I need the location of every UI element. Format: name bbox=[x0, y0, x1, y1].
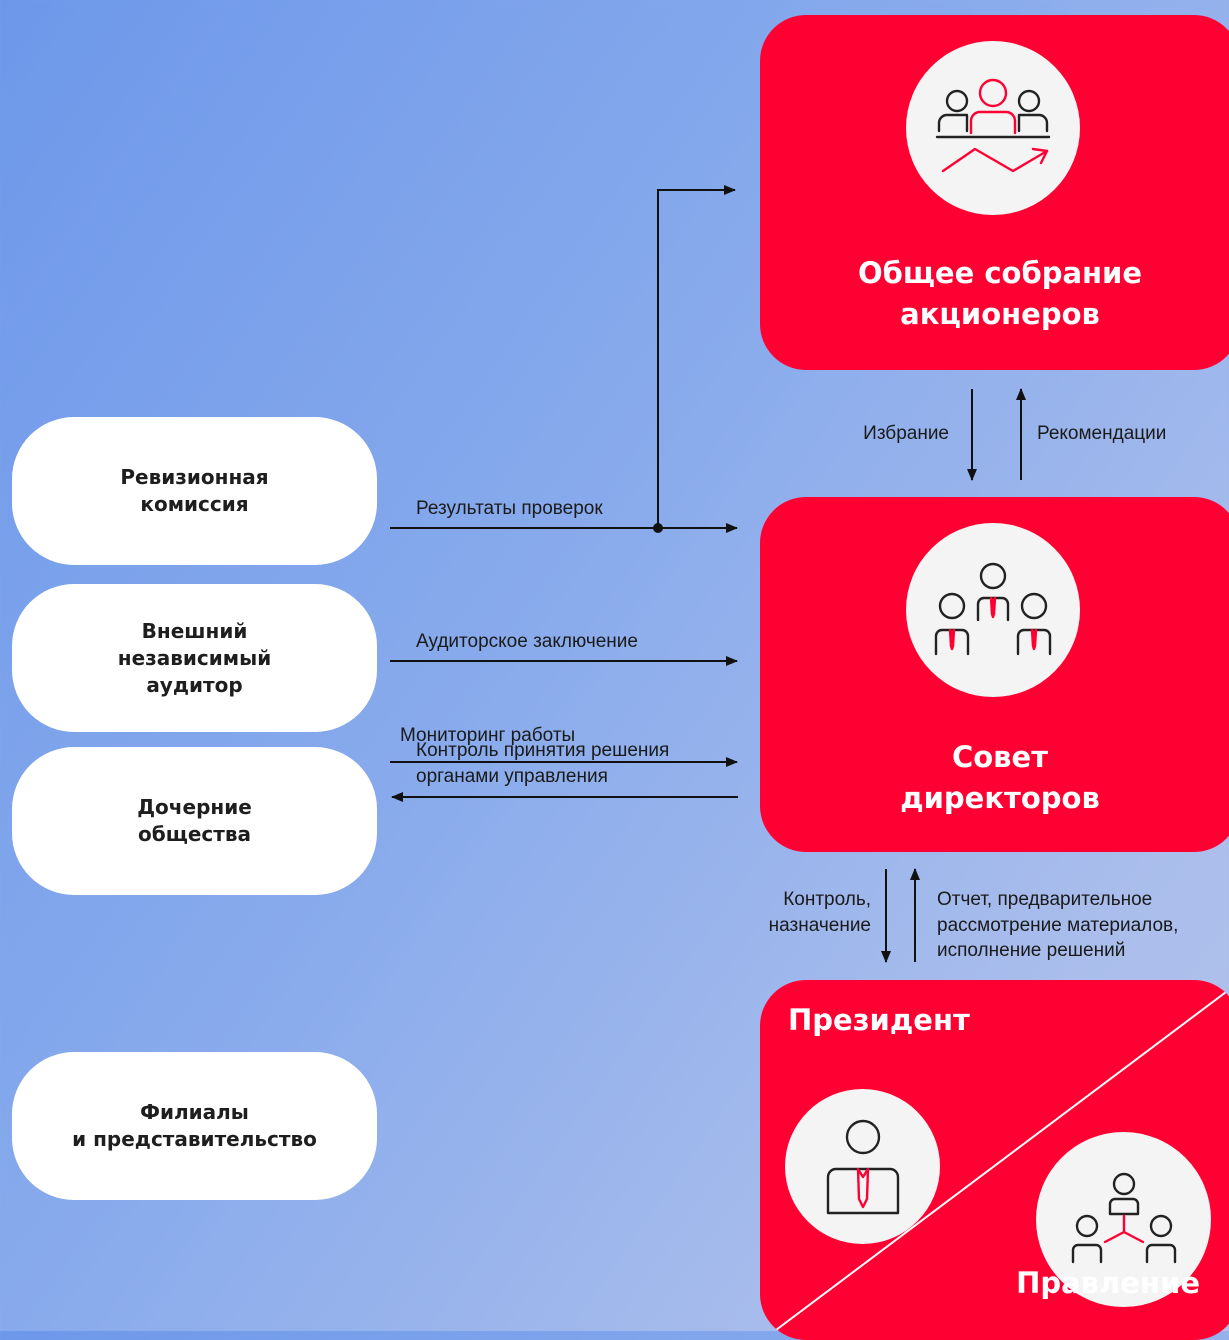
work-monitoring-label: Мониторинг работы bbox=[400, 725, 576, 746]
shareholders-meeting-icon bbox=[935, 78, 1051, 173]
audit-results-branch-arrow bbox=[657, 185, 736, 528]
branches-box: Филиалы и представительство bbox=[12, 1052, 377, 1200]
board-title: Совет директоров bbox=[900, 740, 1100, 815]
decision-control-label: Контроль принятия решения органами управ… bbox=[416, 740, 670, 787]
report-label: Отчет, предварительное рассмотрение мате… bbox=[937, 889, 1179, 962]
audit-results-label: Результаты проверок bbox=[416, 498, 603, 519]
recommendations-label: Рекомендации bbox=[1037, 423, 1167, 444]
management-title: Правление bbox=[1016, 1266, 1200, 1300]
external-auditor-box: Внешний независимый аудитор bbox=[12, 584, 377, 732]
board-of-directors-icon bbox=[934, 562, 1052, 656]
board-box: Совет директоров bbox=[760, 497, 1229, 852]
management-board-icon bbox=[1071, 1172, 1176, 1263]
election-label: Избрание bbox=[863, 423, 949, 444]
diagonal-divider bbox=[767, 988, 1229, 1337]
management-icon-circle bbox=[1036, 1132, 1211, 1307]
auditor-report-label: Аудиторское заключение bbox=[416, 631, 638, 652]
junction-dot bbox=[653, 523, 663, 533]
control-appointment-label: Контроль, назначение bbox=[768, 889, 871, 936]
subsidiaries-box: Дочерние общества bbox=[12, 747, 377, 895]
shareholders-title: Общее собрание акционеров bbox=[857, 256, 1143, 331]
president-management-box: Президент Правление bbox=[760, 980, 1229, 1340]
president-icon-circle bbox=[785, 1089, 940, 1244]
president-title: Президент bbox=[788, 1003, 970, 1037]
president-icon bbox=[826, 1119, 899, 1214]
board-icon-circle bbox=[906, 523, 1080, 697]
shareholders-icon-circle bbox=[906, 41, 1080, 215]
shareholders-meeting-box: Общее собрание акционеров bbox=[760, 15, 1229, 370]
audit-commission-box: Ревизионная комиссия bbox=[12, 417, 377, 565]
